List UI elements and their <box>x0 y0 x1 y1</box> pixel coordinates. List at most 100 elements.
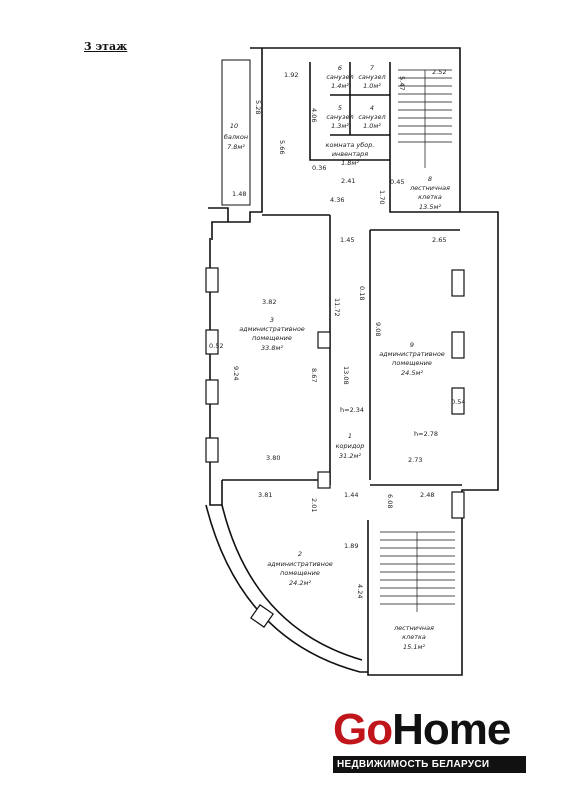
dim-21: 8.67 <box>310 368 318 382</box>
room-5-number: 5 <box>338 104 342 112</box>
dim-11: 1.48 <box>232 190 246 198</box>
dim-26: 3.81 <box>258 491 272 499</box>
room-8-number: 8 <box>428 175 432 183</box>
dim-20: 9.24 <box>232 366 240 380</box>
dim-13: 1.45 <box>340 236 354 244</box>
window-right-4 <box>451 491 465 519</box>
column-1 <box>317 331 331 349</box>
room-3-number: 3 <box>270 316 274 324</box>
dim-8: 2.41 <box>341 177 355 185</box>
dim-32: 4.24 <box>356 584 364 598</box>
room-2-number: 2 <box>298 550 302 558</box>
dim-25: 2.73 <box>408 456 422 464</box>
dim-14: 2.65 <box>432 236 446 244</box>
room-5-name: санузел <box>326 113 353 121</box>
outer-wall-left <box>208 207 229 222</box>
dim-5: 0.36 <box>312 164 326 172</box>
stair-2-name-1: лестничная <box>393 624 434 632</box>
stair-top-wall <box>389 62 460 213</box>
room-2-name-2: помещение <box>280 569 320 577</box>
room-7-number: 7 <box>370 64 375 72</box>
logo-wordmark: GoHome <box>333 708 526 752</box>
dim-22: 13.08 <box>342 366 350 385</box>
dim-15: 3.82 <box>262 298 276 306</box>
dim-16: 0.18 <box>358 286 366 300</box>
stair-2-name-2: клетка <box>402 633 426 641</box>
window-right-3 <box>451 387 465 415</box>
dim-7: 5.47 <box>398 76 406 90</box>
stair-2-area: 15.1м² <box>403 643 425 651</box>
wc-wall-1 <box>309 62 390 161</box>
balcony-outline <box>221 59 251 206</box>
room-cleaning-area: 1.8м² <box>341 159 359 167</box>
window-left-1 <box>205 267 219 293</box>
room-9-number: 9 <box>410 341 414 349</box>
room-3-area: 33.8м² <box>261 344 283 352</box>
dim-27: 2.01 <box>310 498 318 512</box>
window-left-4 <box>205 437 219 463</box>
room-1-name: коридор <box>336 442 365 450</box>
room-7-area: 1.0м² <box>363 82 381 90</box>
dim-1: 1.92 <box>284 71 298 79</box>
window-right-2 <box>451 331 465 359</box>
floor-title: 3 этаж <box>84 40 128 53</box>
room-2-name-1: административное <box>267 560 333 568</box>
stair-treads-bottom <box>380 531 455 612</box>
window-right-1 <box>451 269 465 297</box>
curved-wall-inner <box>221 504 363 661</box>
room-7-name: санузел <box>358 73 385 81</box>
room-10-area: 7.8м² <box>227 143 245 151</box>
window-left-2 <box>205 329 219 355</box>
room-4-name: санузел <box>358 113 385 121</box>
column-2 <box>317 471 331 489</box>
logo-home: Home <box>392 705 511 754</box>
dim-10: 0.45 <box>390 178 404 186</box>
room-9-area: 24.5м² <box>401 369 423 377</box>
logo-tagline: НЕДВИЖИМОСТЬ БЕЛАРУСИ <box>333 756 526 773</box>
outer-wall-top-left <box>211 48 263 240</box>
room-9-name-1: административное <box>379 350 445 358</box>
dim-30: 2.48 <box>420 491 434 499</box>
room-cleaning-name-1: комната убор. <box>326 141 375 149</box>
height-1: h=2.34 <box>340 406 364 414</box>
dim-28: 1.44 <box>344 491 358 499</box>
dim-3: 5.66 <box>278 140 286 154</box>
room-6-number: 6 <box>338 64 342 72</box>
stair-treads-top <box>398 69 452 168</box>
outer-wall-left-main <box>209 238 223 506</box>
upper-block-wall <box>250 47 499 676</box>
room-8-name-1: лестничная <box>409 184 450 192</box>
room-2-area: 24.2м² <box>289 579 311 587</box>
room-8-area: 13.5м² <box>419 203 441 211</box>
room-6-name: санузел <box>326 73 353 81</box>
dim-9: 1.70 <box>378 190 386 204</box>
room-cleaning-name-2: инвентаря <box>332 150 368 158</box>
room-8-name-2: клетка <box>418 193 442 201</box>
dim-23: 0.54 <box>451 398 465 406</box>
dim-24: 3.80 <box>266 454 280 462</box>
room-3-name-2: помещение <box>252 334 292 342</box>
dim-17: 11.72 <box>333 298 341 317</box>
dim-31: 1.89 <box>344 542 358 550</box>
room-5-area: 1.3м² <box>331 122 349 130</box>
room-4-area: 1.0м² <box>363 122 381 130</box>
room-9-name-2: помещение <box>392 359 432 367</box>
room-1-number: 1 <box>348 432 352 440</box>
room-10-number: 10 <box>230 122 238 130</box>
dim-19: 0.52 <box>209 342 223 350</box>
dim-12: 4.36 <box>330 196 344 204</box>
curve-window <box>250 604 274 628</box>
dim-4: 4.06 <box>310 108 318 122</box>
dim-2: 5.28 <box>254 100 262 114</box>
logo-go: Go <box>333 705 393 754</box>
room-6-area: 1.4м² <box>331 82 349 90</box>
height-2: h=2.78 <box>414 430 438 438</box>
gohome-logo: GoHome НЕДВИЖИМОСТЬ БЕЛАРУСИ <box>333 708 526 773</box>
curved-wall <box>205 504 368 673</box>
room-1-area: 31.2м² <box>339 452 361 460</box>
room-4-number: 4 <box>370 104 374 112</box>
room-3-name-1: административное <box>239 325 305 333</box>
room-10-name: балкон <box>224 133 248 141</box>
window-left-3 <box>205 379 219 405</box>
